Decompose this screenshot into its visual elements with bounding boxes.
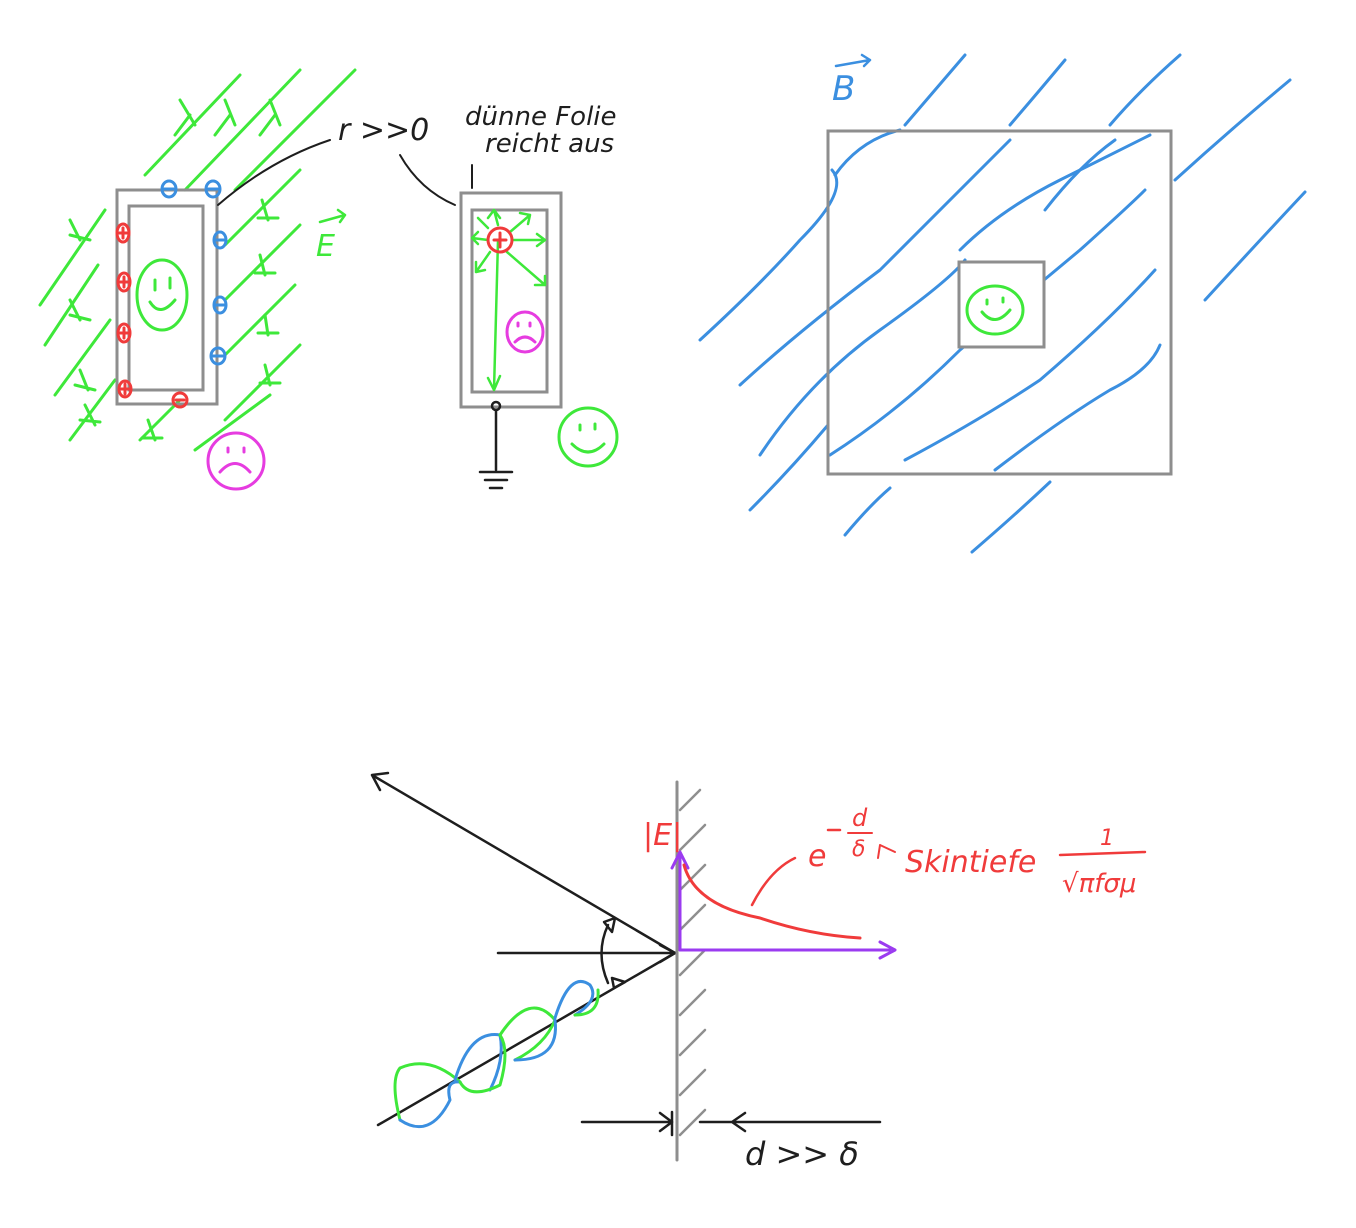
vector-arrow-icon (318, 208, 347, 224)
e-field-label: E (316, 229, 335, 264)
field-axes (670, 850, 897, 960)
r-leader-right (399, 154, 456, 206)
exponential-decay-curve (682, 863, 862, 940)
b-field-label: B (832, 69, 855, 109)
arrow-icon (877, 844, 896, 859)
magnetic-shield: B (698, 53, 1307, 554)
faraday-cage-e-field: E (38, 68, 357, 491)
shield-box-outer (826, 129, 1173, 476)
skin-formula-bar (1058, 850, 1147, 857)
positive-charges (115, 222, 189, 409)
skin-depth-label: Skintiefe (905, 845, 1036, 880)
skin-formula-den: √πfσμ (1062, 869, 1136, 899)
grounded-cage-outer (459, 191, 563, 409)
reflection-skin-depth: |E| e d δ Skintiefe 1 √πfσμ d >> δ (370, 771, 1147, 1173)
e-abs-label: |E| (643, 818, 682, 853)
sad-face-icon (505, 310, 545, 354)
r-condition-leader (217, 139, 331, 206)
exp-base-label: e (808, 839, 826, 874)
internal-charge (486, 226, 514, 254)
d-condition-label: d >> δ (745, 1135, 859, 1173)
ground-symbol-icon (478, 400, 514, 490)
foil-label-line1: dünne Folie (465, 102, 617, 132)
happy-face-icon (557, 406, 619, 468)
grounded-cage-inner (470, 208, 549, 394)
happy-face-icon (965, 284, 1025, 336)
thickness-indicator (580, 1110, 882, 1137)
vector-arrow-icon (834, 53, 872, 68)
cage-inner-wall (127, 204, 205, 392)
exp-den-label: δ (852, 837, 865, 862)
e-field-lines (38, 68, 357, 452)
decay-label-pointer (750, 856, 797, 907)
skin-formula-num: 1 (1100, 826, 1114, 851)
happy-face-icon (135, 258, 189, 332)
grounded-cage: dünne Folie reicht aus (399, 102, 619, 490)
metal-hatching (678, 788, 707, 1137)
sad-face-icon (206, 431, 266, 491)
exp-num-label: d (852, 804, 868, 832)
negative-charges (160, 179, 228, 366)
em-wave (393, 979, 600, 1129)
foil-label-line2: reicht aus (485, 129, 614, 159)
r-condition-label: r >>0 (338, 113, 429, 148)
rays (370, 771, 677, 1127)
charge-field-lines (470, 208, 547, 392)
